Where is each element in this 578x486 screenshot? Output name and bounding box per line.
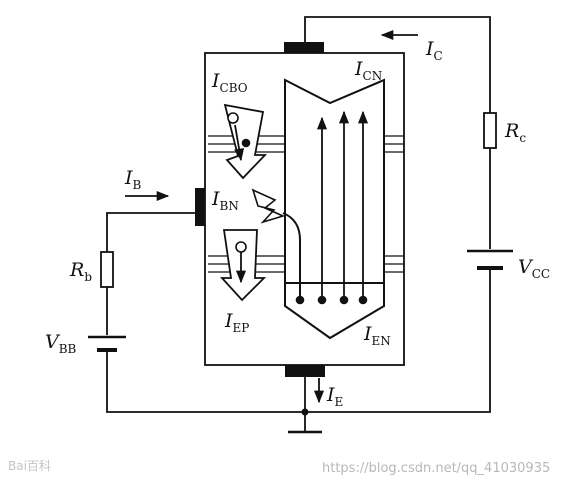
iep-hole (235, 241, 247, 253)
label-ibn: IBN (211, 188, 239, 213)
label-rb: Rb (69, 259, 92, 284)
icbo-internal-arrow (234, 124, 245, 162)
label-ie: IE (326, 384, 343, 409)
icbo-hole (227, 112, 239, 124)
vcc-to-ground-wire (305, 270, 491, 413)
label-vbb: VBB (45, 331, 77, 356)
label-ien: IEN (363, 323, 391, 348)
base-terminal (195, 188, 205, 226)
iep-flow-arrow (219, 229, 267, 302)
icn-flow-arrow (284, 78, 385, 284)
csdn-watermark: https://blog.csdn.net/qq_41030935 (322, 461, 550, 476)
ibn-curve (282, 212, 301, 296)
collector-terminal (284, 42, 324, 53)
label-vcc: VCC (518, 256, 550, 281)
rc-resistor (483, 112, 497, 149)
label-iep: IEP (224, 310, 249, 335)
label-rc: Rc (504, 120, 526, 145)
electron-dots (241, 138, 368, 416)
label-icn: ICN (354, 58, 382, 83)
emitter-terminal (285, 365, 325, 377)
label-icbo: ICBO (211, 70, 248, 95)
baidu-watermark: Bai百科 (8, 459, 51, 473)
base-wire (106, 212, 195, 252)
label-ib: IB (124, 167, 142, 192)
label-ic: IC (425, 38, 443, 63)
ien-flow-arrow (284, 282, 385, 340)
vbb-to-ground-wire (106, 352, 305, 413)
rb-resistor (100, 251, 114, 288)
collector-wire (304, 16, 491, 113)
ibn-flow-arrow (251, 188, 286, 224)
